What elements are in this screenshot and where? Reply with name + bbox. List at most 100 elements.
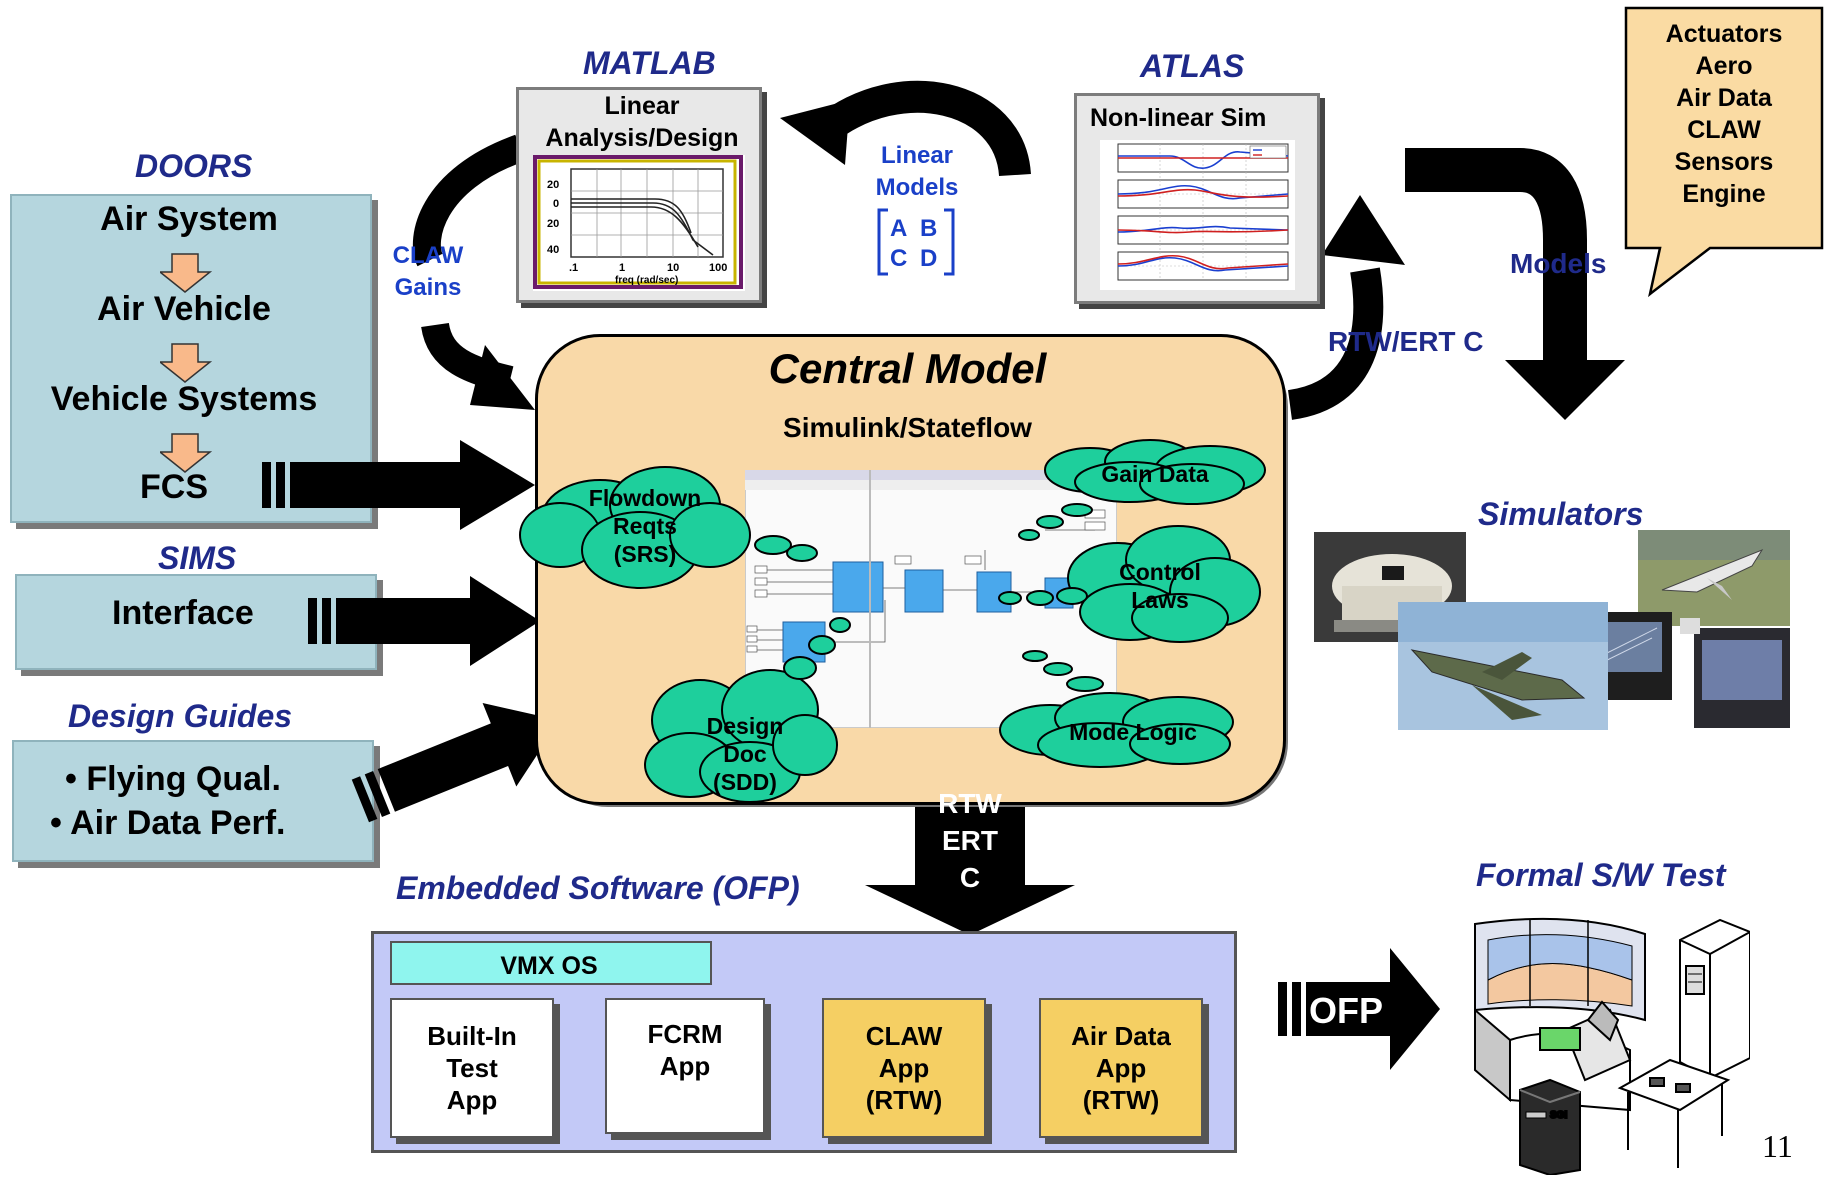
thought-bubble bbox=[1056, 587, 1088, 605]
claw-gains-arrowhead bbox=[470, 345, 535, 410]
matrix-c: C bbox=[890, 245, 907, 272]
cloud-flowdown-label: Flowdown Reqts (SRS) bbox=[588, 485, 702, 567]
sim-trace-blue-2 bbox=[1117, 184, 1289, 200]
thought-bubble bbox=[754, 535, 792, 555]
thought-bubble bbox=[1022, 650, 1048, 662]
sim-trace-blue-4 bbox=[1117, 256, 1289, 272]
app-claw-rtw: CLAW App (RTW) bbox=[822, 998, 986, 1138]
models-arrowhead bbox=[1505, 360, 1625, 420]
cloud-mode-logic-label: Mode Logic bbox=[1069, 719, 1197, 745]
ofp-arrow bbox=[1278, 948, 1440, 1070]
down-arrow-icon bbox=[160, 253, 213, 473]
plot-y-tick-1: 20 bbox=[547, 179, 559, 191]
central-model-subtitle: Simulink/Stateflow bbox=[783, 412, 1032, 443]
page-number: 11 bbox=[1762, 1128, 1793, 1164]
harrier-jet-photo bbox=[1398, 602, 1608, 730]
design-guide-flying-qual: Flying Qual. bbox=[86, 760, 281, 798]
test-bench-table-icon bbox=[1617, 1058, 1731, 1168]
doors-item-fcs: FCS bbox=[140, 468, 208, 506]
app-fcrm: FCRM App bbox=[605, 998, 765, 1134]
matrix-a: A bbox=[890, 215, 907, 242]
doors-flow-arrows bbox=[160, 253, 213, 473]
callout-item-claw: CLAW bbox=[1687, 116, 1761, 144]
thought-bubble bbox=[786, 544, 818, 562]
simulators-heading: Simulators bbox=[1478, 496, 1644, 532]
design-guides-heading: Design Guides bbox=[68, 698, 293, 734]
app-built-in-test: Built-In Test App bbox=[390, 998, 554, 1138]
abcd-matrix: A B C D bbox=[877, 208, 955, 276]
cloud-gain-data bbox=[1044, 439, 1266, 505]
models-bent-arrow bbox=[1405, 148, 1587, 360]
callout-item-actuators: Actuators bbox=[1665, 20, 1783, 48]
thought-bubble bbox=[1036, 515, 1064, 529]
sim-trace-red-2 bbox=[1117, 188, 1289, 198]
matrix-b: B bbox=[920, 215, 937, 242]
linear-models-curve-arrow bbox=[815, 80, 1031, 177]
design-guide-air-data-perf: Air Data Perf. bbox=[70, 804, 286, 842]
rtw-down-arrow-label: RTW ERT C bbox=[938, 788, 1002, 893]
thought-bubble bbox=[1066, 676, 1104, 692]
embedded-heading: Embedded Software (OFP) bbox=[396, 870, 800, 906]
visual-display-screen bbox=[1474, 917, 1646, 1103]
plot-y-tick-3: 20 bbox=[547, 218, 559, 230]
callout-shape bbox=[1624, 6, 1824, 298]
plot-y-tick-2: 0 bbox=[553, 198, 559, 210]
atlas-box-title: Non-linear Sim bbox=[1090, 104, 1267, 132]
plot-x-tick-1: .1 bbox=[569, 262, 578, 274]
interface-to-central-arrow bbox=[308, 576, 540, 666]
display-photo bbox=[1680, 618, 1790, 728]
rtw-ert-arrowhead bbox=[1322, 195, 1405, 265]
fighter-sky-photo bbox=[1638, 530, 1790, 626]
design-guide-bullet-1: • Flying Qual. bbox=[65, 760, 281, 798]
equipment-cabinet-icon bbox=[1679, 918, 1750, 1080]
matlab-heading: MATLAB bbox=[583, 45, 716, 81]
bode-plot: 20 0 20 40 .1 1 10 100 freq (rad/sec) bbox=[533, 155, 745, 291]
linear-models-label: Linear Models bbox=[875, 142, 959, 201]
app-air-data-rtw: Air Data App (RTW) bbox=[1039, 998, 1203, 1138]
central-model-title: Central Model bbox=[768, 345, 1047, 392]
thought-bubble bbox=[1018, 529, 1040, 541]
sims-item-interface: Interface bbox=[112, 594, 254, 632]
formal-test-heading: Formal S/W Test bbox=[1476, 857, 1726, 893]
cloud-mode-logic bbox=[999, 692, 1234, 768]
cloud-flowdown bbox=[519, 466, 751, 589]
thought-bubble bbox=[829, 617, 851, 633]
sims-heading: SIMS bbox=[158, 540, 237, 576]
bode-curves bbox=[571, 198, 714, 256]
thought-bubble bbox=[1026, 590, 1054, 606]
callout-item-engine: Engine bbox=[1682, 180, 1766, 208]
doors-item-air-vehicle: Air Vehicle bbox=[97, 290, 271, 328]
cloud-control-laws bbox=[1067, 525, 1261, 643]
matlab-box-title: Linear Analysis/Design bbox=[545, 92, 739, 152]
rtw-ert-c-label: RTW/ERT C bbox=[1328, 326, 1484, 357]
doors-heading: DOORS bbox=[135, 148, 253, 184]
plot-y-tick-4: 40 bbox=[547, 244, 559, 256]
thought-bubble bbox=[1061, 503, 1093, 517]
sgi-server-icon: SGI bbox=[1519, 1078, 1581, 1175]
simulators-photos bbox=[1314, 530, 1790, 730]
ofp-arrow-label: OFP bbox=[1308, 990, 1383, 1031]
cloud-design-doc-label: Design Doc (SDD) bbox=[706, 713, 784, 795]
sim-trace-red-3 bbox=[1117, 229, 1289, 234]
sim-trace-red-4 bbox=[1117, 254, 1289, 270]
cloud-control-laws-label: Control Laws bbox=[1119, 559, 1201, 613]
vmx-os-label: VMX OS bbox=[500, 952, 598, 980]
plot-xlabel: freq (rad/sec) bbox=[615, 275, 678, 286]
design-guides-to-central-arrow bbox=[351, 703, 560, 823]
claw-gains-curve-arrow bbox=[412, 134, 525, 267]
vmx-os-bar bbox=[390, 941, 712, 985]
callout-item-aero: Aero bbox=[1695, 52, 1753, 80]
design-guides-panel bbox=[12, 740, 374, 862]
rtw-ert-curve-arrow bbox=[1287, 267, 1384, 420]
plot-x-tick-2: 1 bbox=[619, 262, 625, 274]
atlas-heading: ATLAS bbox=[1140, 48, 1245, 84]
thought-bubble bbox=[783, 656, 817, 680]
cloud-design-doc bbox=[644, 669, 838, 803]
callout-item-sensors: Sensors bbox=[1674, 148, 1774, 176]
doors-item-vehicle-systems: Vehicle Systems bbox=[50, 380, 318, 418]
formal-test-illustration: SGI bbox=[1474, 917, 1750, 1175]
nonlinear-sim-plots bbox=[1100, 140, 1295, 290]
thought-bubble bbox=[998, 591, 1022, 605]
